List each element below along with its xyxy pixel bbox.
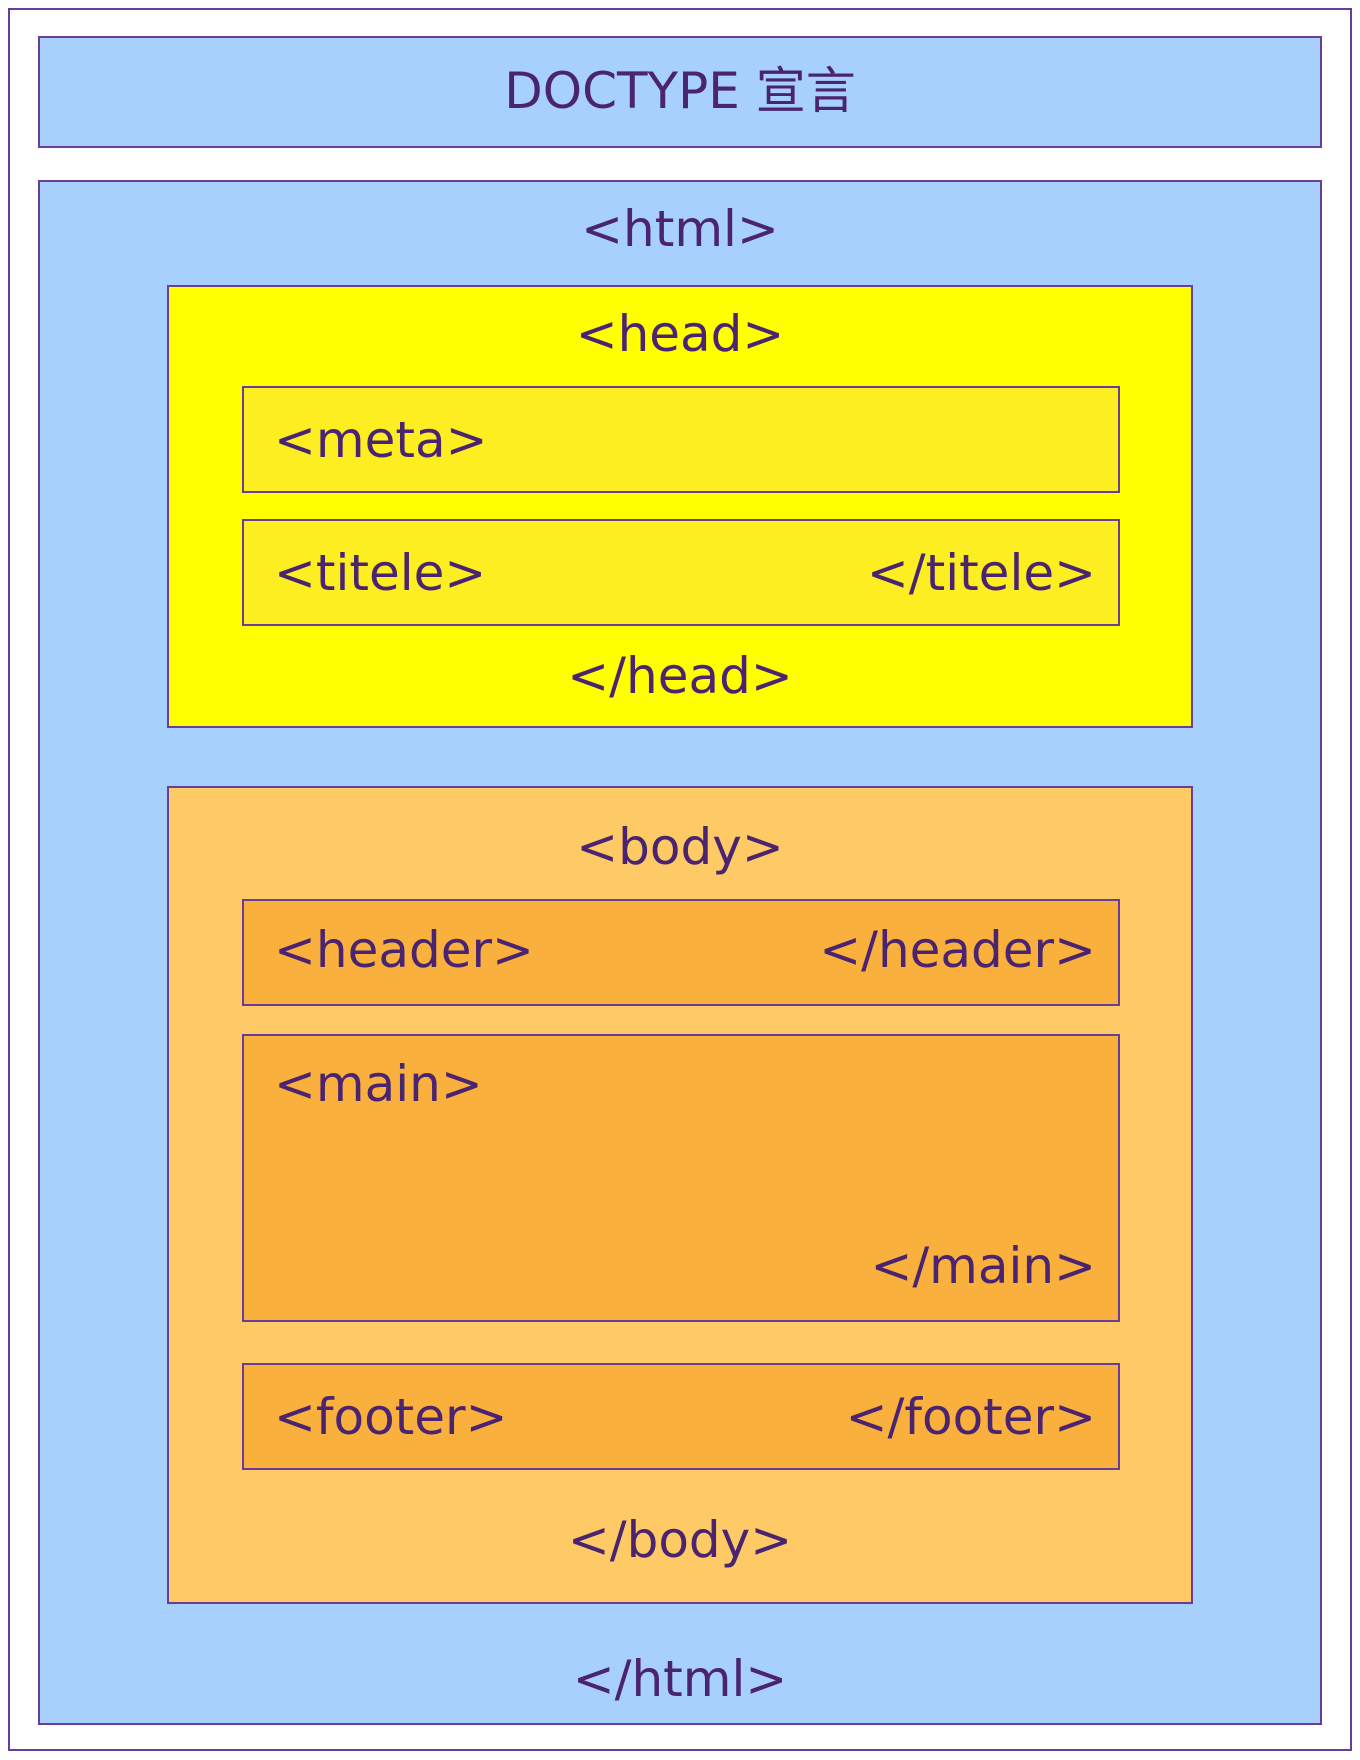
html-open-tag: <html>	[581, 200, 779, 258]
footer-element-box: <footer> </footer>	[242, 1363, 1120, 1470]
head-close-tag: </head>	[567, 647, 793, 705]
doctype-label: DOCTYPE 宣言	[504, 62, 856, 120]
main-open-tag: <main>	[274, 1055, 483, 1113]
main-element-box: <main> </main>	[242, 1034, 1120, 1322]
header-element-box: <header> </header>	[242, 899, 1120, 1006]
main-close-tag: </main>	[870, 1237, 1096, 1295]
meta-open-tag: <meta>	[274, 411, 488, 469]
title-element-box: <titele> </titele>	[242, 519, 1120, 626]
footer-open-tag: <footer>	[274, 1388, 508, 1446]
meta-element-box: <meta>	[242, 386, 1120, 493]
head-open-tag: <head>	[575, 305, 785, 363]
title-close-tag: </titele>	[866, 544, 1096, 602]
title-open-tag: <titele>	[274, 544, 487, 602]
footer-close-tag: </footer>	[845, 1388, 1096, 1446]
body-open-tag: <body>	[576, 818, 784, 876]
header-close-tag: </header>	[819, 921, 1096, 979]
body-close-tag: </body>	[567, 1511, 793, 1569]
header-open-tag: <header>	[274, 921, 534, 979]
html-close-tag: </html>	[572, 1650, 788, 1708]
head-element-box: <head> </head>	[167, 285, 1193, 728]
doctype-box: DOCTYPE 宣言	[38, 36, 1322, 148]
